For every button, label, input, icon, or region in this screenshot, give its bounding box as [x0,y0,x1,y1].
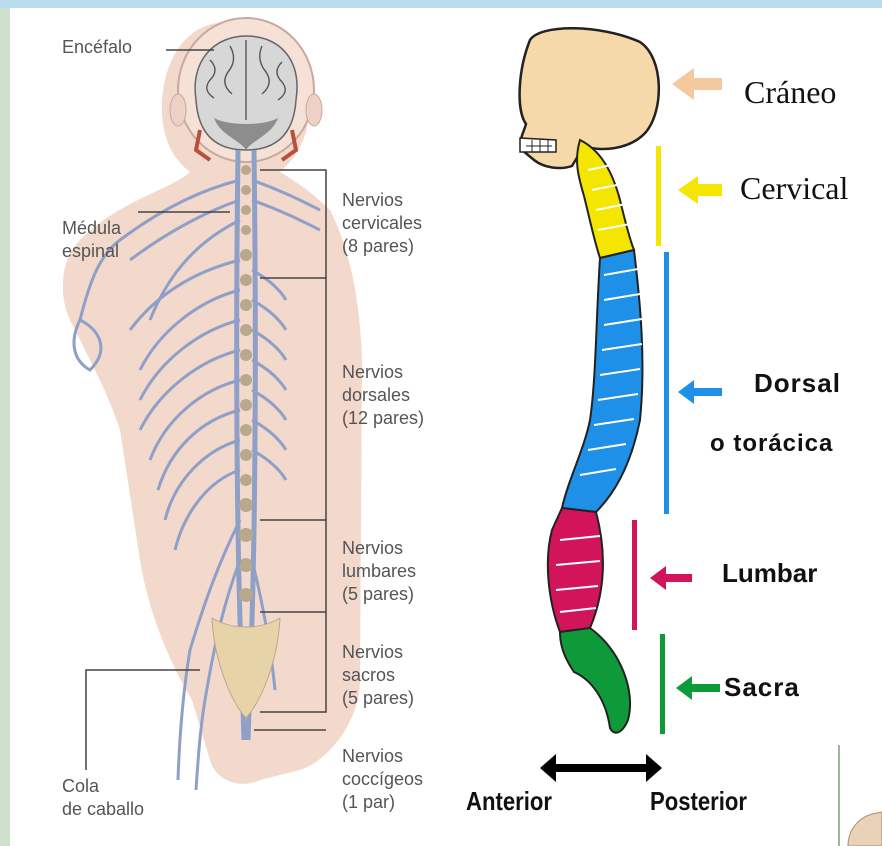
partial-figure [848,812,882,846]
label-dorsal: Dorsal [754,368,841,399]
body-illustration [63,18,362,790]
dorsal-bar [664,252,669,514]
label-nervios-dorsales: Nerviosdorsales(12 pares) [342,338,424,453]
cervical-segment [577,140,634,258]
label-nervios-cervicales: Nervioscervicales(8 pares) [342,166,422,281]
sacra-arrow [676,676,720,700]
dorsal-arrow [678,380,722,404]
label-nervios-sacros: Nerviossacros(5 pares) [342,618,414,733]
lumbar-segment [548,508,603,632]
ear-left [170,94,186,126]
dorsal-segment [562,250,642,512]
label-medula: Médulaespinal [62,194,121,286]
skull-teeth [520,138,556,152]
cervical-bar [656,146,661,246]
lumbar-bar [632,520,637,630]
label-nervios-coccigeos: Nervioscoccígeos(1 par) [342,722,423,837]
spine-illustration [520,28,722,782]
label-nervios-lumbares: Nervioslumbares(5 pares) [342,514,416,629]
ear-right [306,94,322,126]
label-cola-caballo: Colade caballo [62,752,144,844]
label-posterior: Posterior [650,786,747,817]
label-toracica: o torácica [710,430,833,458]
lumbar-arrow [650,566,692,590]
cervical-arrow [678,176,722,204]
label-anterior: Anterior [466,786,552,817]
label-sacra: Sacra [724,672,800,703]
sacra-segment [560,628,630,733]
label-lumbar: Lumbar [722,558,817,589]
anterior-posterior-arrow [540,754,662,782]
craneo-arrow [672,68,722,100]
label-cervical: Cervical [740,170,848,207]
label-craneo: Cráneo [744,74,836,111]
sacra-bar [660,634,665,734]
label-encefalo: Encéfalo [62,36,132,59]
